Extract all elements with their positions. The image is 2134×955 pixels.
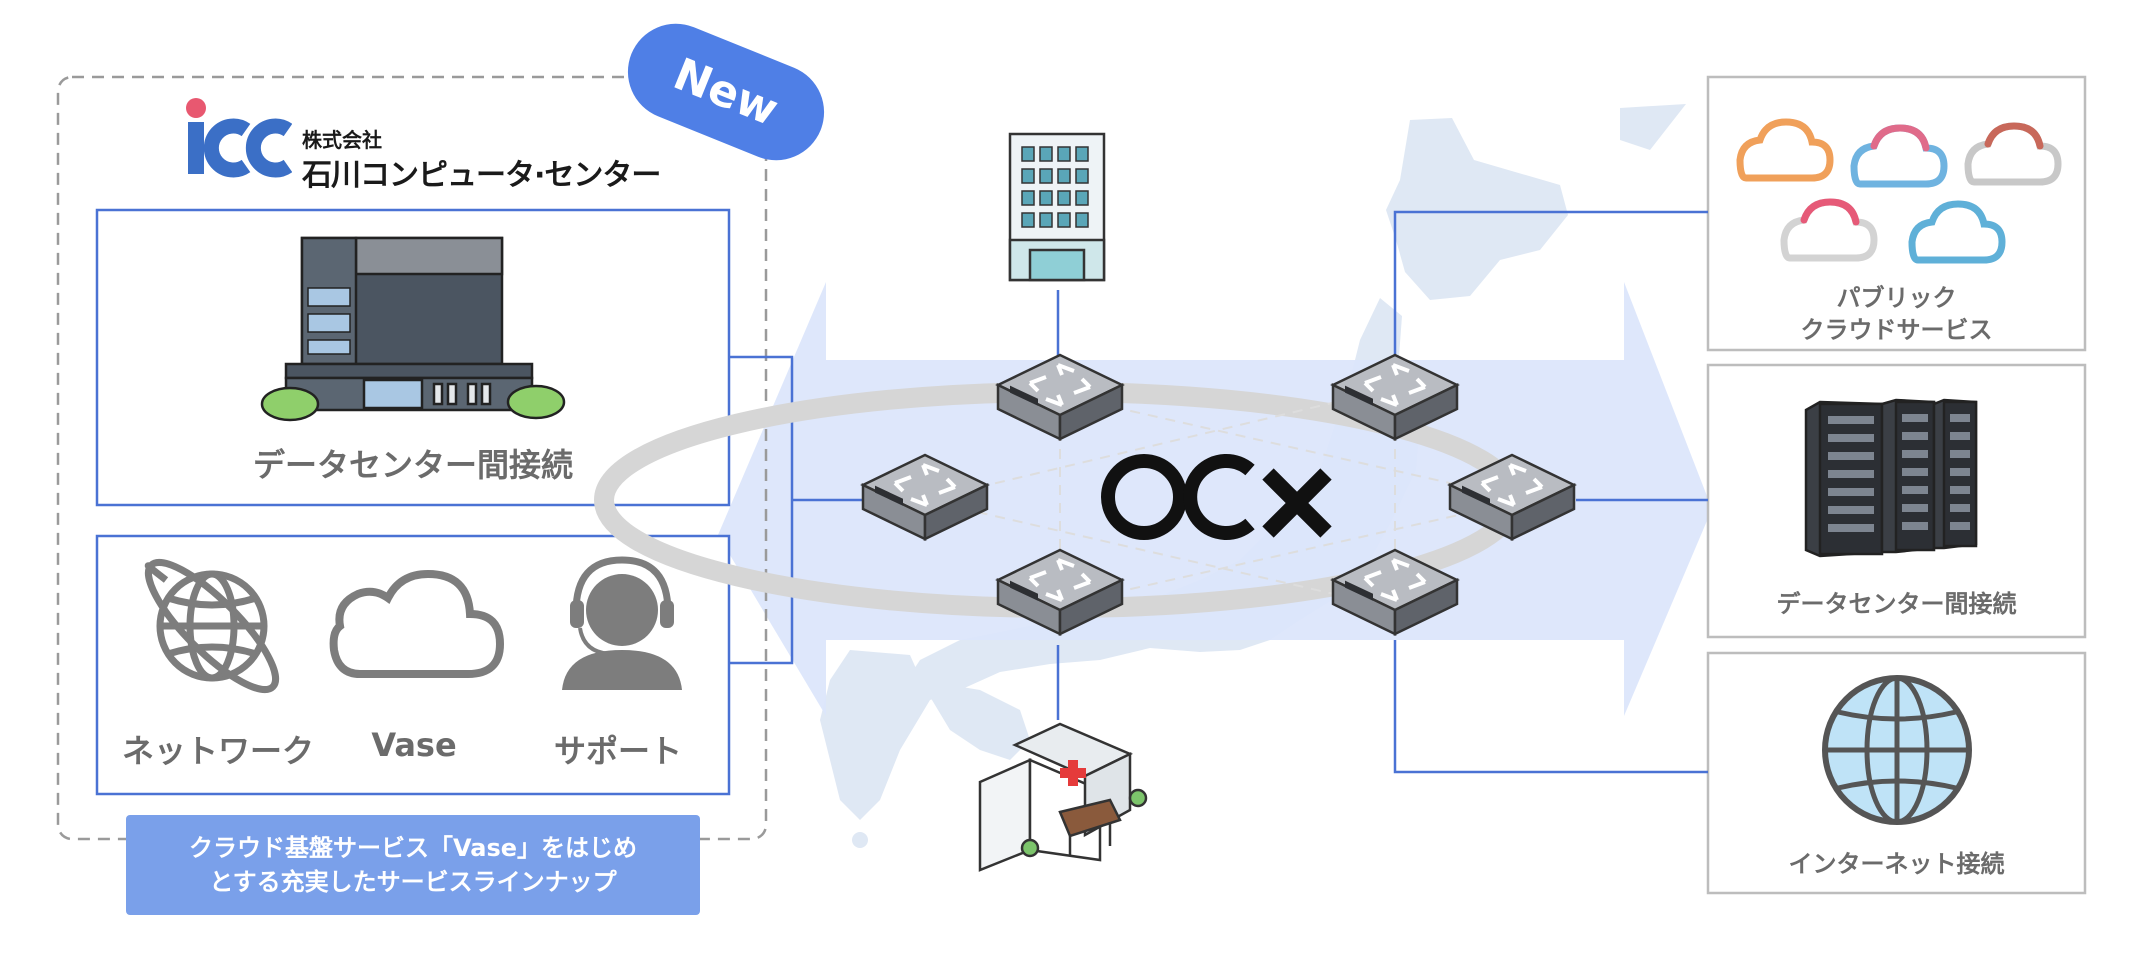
new-badge-label: New <box>666 48 786 136</box>
service-lineup-caption: クラウド基盤サービス「Vase」をはじめ とする充実したサービスラインナップ <box>126 815 700 915</box>
datacenter-interconnect-label-right: データセンター間接続 <box>1776 590 2017 618</box>
globe-icon <box>144 558 280 694</box>
internet-globe-icon <box>1822 675 1972 825</box>
ocx-logo <box>1101 454 1332 540</box>
internet-connection-label: インターネット接続 <box>1788 850 2005 878</box>
office-building-icon <box>1008 132 1106 282</box>
cloud-icon-orange <box>1736 118 1834 182</box>
datacenter-interconnect-label-left: データセンター間接続 <box>252 446 573 484</box>
support-headset-icon <box>562 556 682 690</box>
server-rack-icon <box>1804 398 1978 558</box>
service-label-vase: Vase <box>371 726 457 764</box>
service-label-network: ネットワーク <box>122 732 315 770</box>
hospital-icon <box>978 722 1148 872</box>
cloud-icon <box>329 569 505 678</box>
public-cloud-icons <box>1736 118 2062 264</box>
ring-mesh-lines <box>924 387 1526 609</box>
public-cloud-label-line1: パブリック <box>1836 284 1957 312</box>
public-cloud-label-line2: クラウドサービス <box>1800 316 1993 344</box>
datacenter-building-icon <box>260 236 566 422</box>
company-name-line2: 石川コンピュータ·センター <box>302 158 661 193</box>
caption-line1: クラウド基盤サービス「Vase」をはじめ <box>188 834 638 862</box>
icc-services-outline <box>56 75 768 841</box>
caption-line2: とする充実したサービスラインナップ <box>209 868 617 896</box>
cloud-icon-blue <box>1908 200 2006 264</box>
icc-logo <box>186 98 292 178</box>
company-name-line1: 株式会社 <box>302 128 382 152</box>
service-label-support: サポート <box>553 732 682 770</box>
